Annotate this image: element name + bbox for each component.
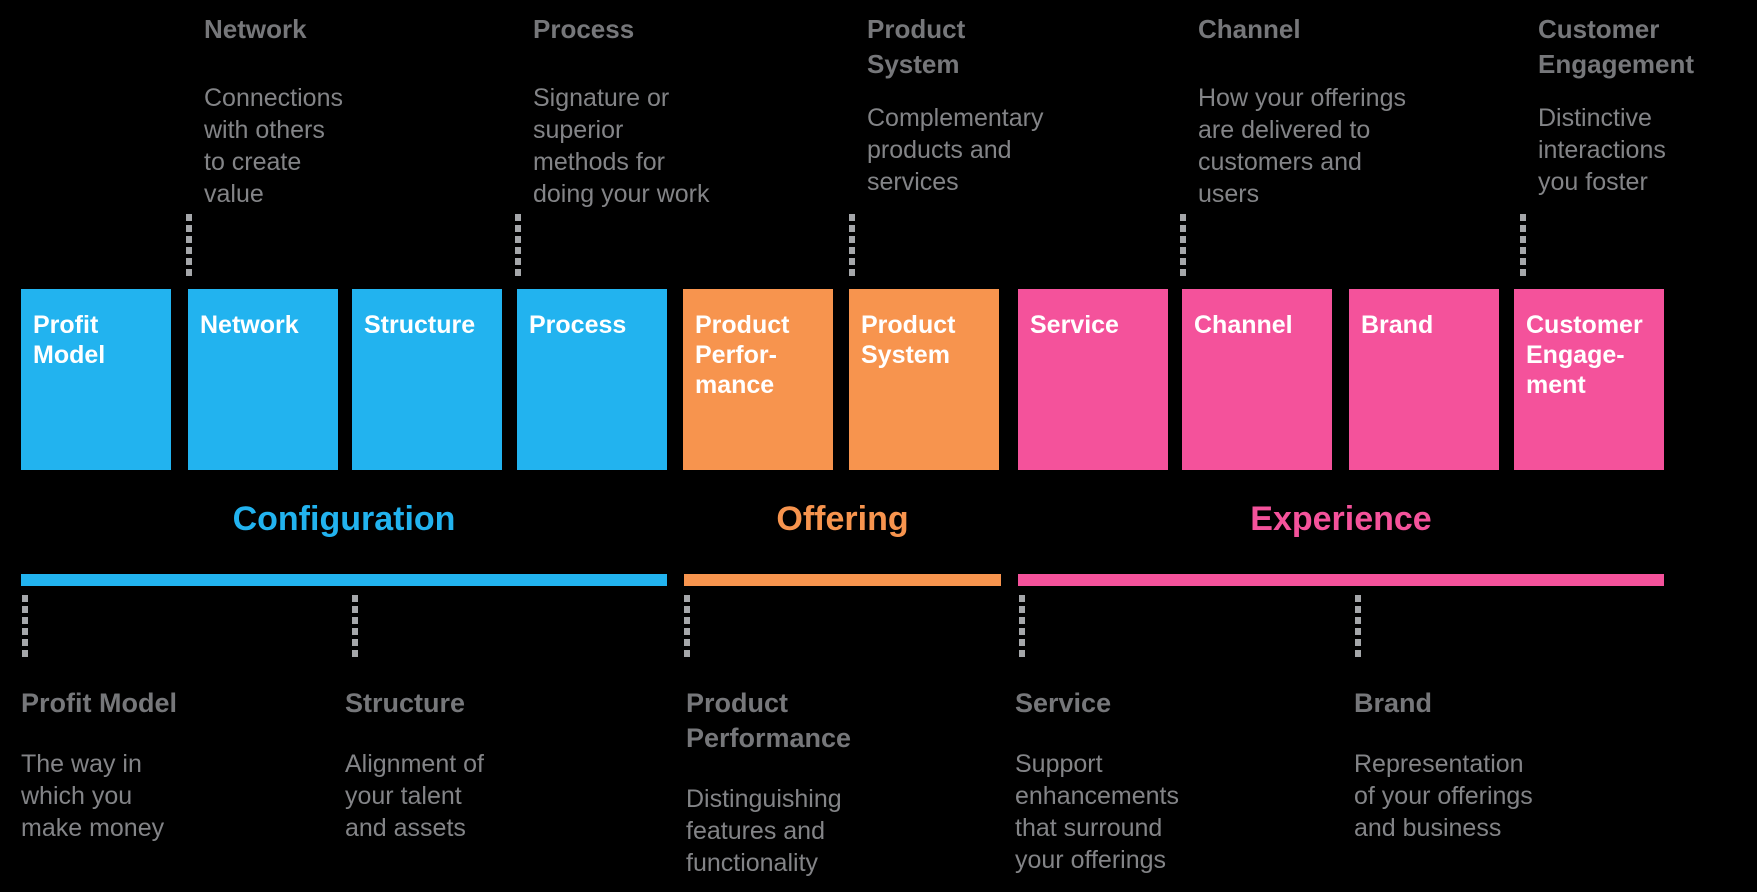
annotation-desc: Signature or superior methods for doing … xyxy=(533,84,710,208)
annotation-desc: Complementary products and services xyxy=(867,104,1044,196)
dotted-connector xyxy=(186,214,192,277)
dotted-connector xyxy=(1180,214,1186,277)
group-label-offering: Offering xyxy=(776,500,909,538)
type-box-profit-model: Profit Model xyxy=(21,289,171,470)
group-label-configuration: Configuration xyxy=(232,500,456,538)
type-box-service: Service xyxy=(1018,289,1168,470)
type-box-channel: Channel xyxy=(1182,289,1332,470)
type-box-brand: Brand xyxy=(1349,289,1499,470)
annotation-title: Brand xyxy=(1354,688,1433,718)
type-box-structure: Structure xyxy=(352,289,502,470)
annotation-title: Customer Engagement xyxy=(1538,14,1695,79)
type-box-network: Network xyxy=(188,289,338,470)
annotation-title: Product Performance xyxy=(686,688,852,753)
annotation-title: Channel xyxy=(1198,14,1301,44)
annotation-desc: Distinctive interactions you foster xyxy=(1538,104,1666,196)
annotation-title: Service xyxy=(1015,688,1112,718)
group-bar-offering xyxy=(684,574,1001,586)
group-label-experience: Experience xyxy=(1250,500,1432,538)
dotted-connector xyxy=(352,595,358,657)
dotted-connector xyxy=(1355,595,1361,657)
annotation-desc: Distinguishing features and functionalit… xyxy=(686,785,842,877)
dotted-connector xyxy=(515,214,521,277)
group-bar-experience xyxy=(1018,574,1664,586)
annotation-desc: Support enhancements that surround your … xyxy=(1015,750,1180,874)
dotted-connector xyxy=(1019,595,1025,657)
annotation-desc: How your offerings are delivered to cust… xyxy=(1198,84,1406,208)
dotted-connector xyxy=(1520,214,1526,277)
type-box-customer-engagement: Customer Engage- ment xyxy=(1514,289,1664,470)
annotation-title: Product System xyxy=(867,14,966,79)
dotted-connector xyxy=(22,595,28,657)
annotation-title: Structure xyxy=(345,688,466,718)
annotation-title: Network xyxy=(204,14,307,44)
annotation-desc: The way in which you make money xyxy=(21,750,165,842)
dotted-connector xyxy=(849,214,855,277)
type-box-product-performance: Product Perfor- mance xyxy=(683,289,833,470)
annotation-title: Profit Model xyxy=(21,688,177,718)
annotation-title: Process xyxy=(533,14,635,44)
annotation-desc: Alignment of your talent and assets xyxy=(345,750,484,842)
annotation-desc: Representation of your offerings and bus… xyxy=(1354,750,1533,842)
type-box-process: Process xyxy=(517,289,667,470)
annotation-desc: Connections with others to create value xyxy=(204,84,343,208)
type-box-product-system: Product System xyxy=(849,289,999,470)
group-bar-configuration xyxy=(21,574,667,586)
dotted-connector xyxy=(684,595,690,657)
